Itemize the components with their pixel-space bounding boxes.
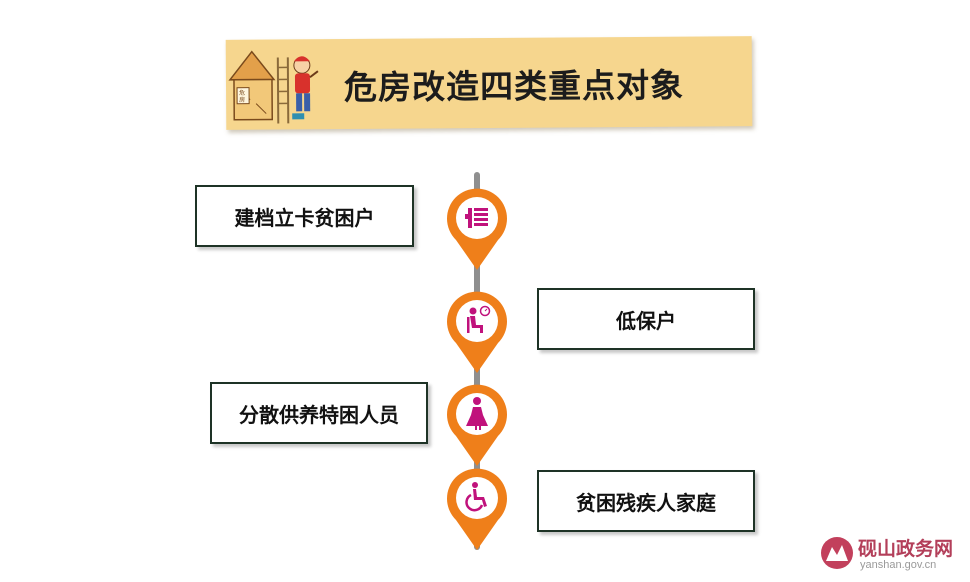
title-banner: 危 房 危房改造四类重点对象 xyxy=(225,36,753,130)
target-box-1: 建档立卡贫困户 xyxy=(195,185,414,247)
watermark: 砚山政务网 yanshan.gov.cn xyxy=(820,533,965,579)
pin-1 xyxy=(444,186,510,272)
pin-2 xyxy=(444,289,510,375)
watermark-name: 砚山政务网 xyxy=(858,538,954,560)
pin-3 xyxy=(444,382,510,468)
elderly-woman-icon xyxy=(466,397,488,430)
wheelchair-icon xyxy=(465,482,487,512)
pin-4 xyxy=(444,466,510,552)
target-box-4: 贫困残疾人家庭 xyxy=(537,470,755,532)
page-title: 危房改造四类重点对象 xyxy=(343,65,685,108)
watermark-logo-icon xyxy=(821,537,853,569)
document-list-icon xyxy=(465,208,488,228)
target-box-2: 低保户 xyxy=(537,288,755,350)
seated-person-icon xyxy=(467,305,491,333)
sign-text-bottom: 房 xyxy=(239,96,245,104)
watermark-url: yanshan.gov.cn xyxy=(860,559,937,571)
house-repair-illustration: 危 房 xyxy=(228,50,319,124)
sign-text-top: 危 xyxy=(239,89,245,97)
target-box-3: 分散供养特困人员 xyxy=(210,382,428,444)
